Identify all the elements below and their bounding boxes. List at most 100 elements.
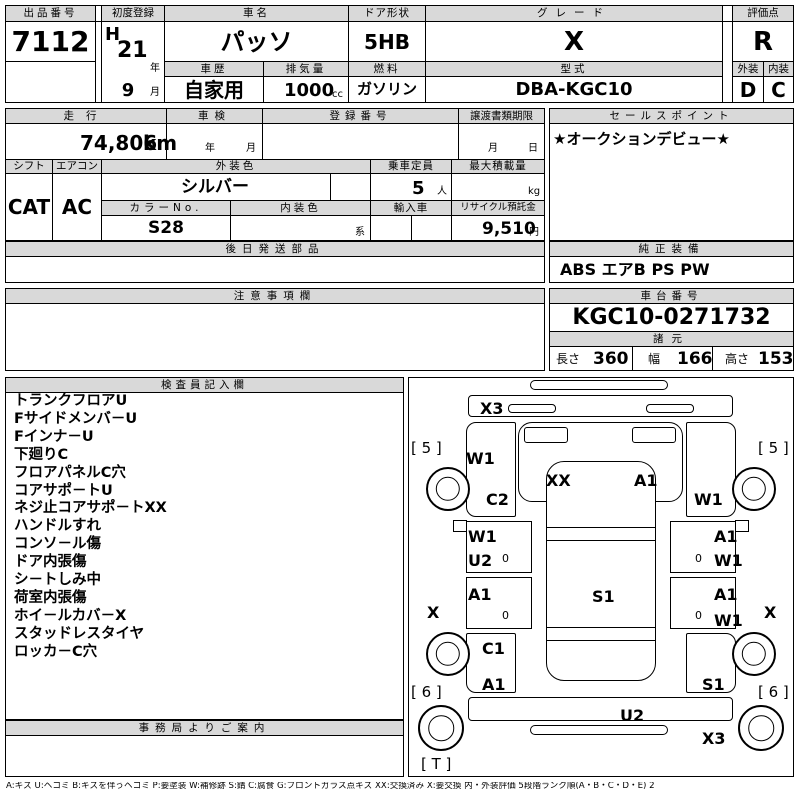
- inspect-month-unit: 月: [246, 143, 256, 154]
- score: R: [752, 26, 774, 57]
- name-label: 車名: [165, 6, 348, 21]
- damage-mark: A1: [482, 675, 506, 694]
- left-front-wheel: [426, 467, 470, 511]
- damage-mark: C1: [482, 639, 505, 658]
- recycle-fee: 9,510: [482, 218, 536, 239]
- seats: 5: [412, 178, 425, 199]
- damage-mark: W1: [466, 449, 495, 468]
- zero-marker: 0: [502, 552, 509, 565]
- right-mirror: [735, 520, 749, 532]
- left-fender: [466, 422, 516, 517]
- inspect-year-unit: 年: [205, 143, 215, 154]
- left-mirror: [453, 520, 467, 532]
- door-label: ドア形状: [349, 6, 425, 21]
- spare-tire: [738, 705, 784, 751]
- chassis-number: KGC10-0271732: [572, 304, 771, 330]
- grade: X: [563, 26, 585, 57]
- sales-point-box: [549, 108, 794, 241]
- zero-marker: 0: [695, 552, 702, 565]
- recycle-unit: 円: [529, 227, 539, 238]
- inspector-note: 下廻りC: [14, 446, 69, 463]
- cabin: [546, 461, 656, 681]
- spare-tire: [418, 705, 464, 751]
- history-label: 車歴: [165, 62, 263, 76]
- tire-bracket: [ 5 ]: [411, 439, 442, 457]
- shift-label: シフト: [6, 160, 52, 173]
- left-rear-fender: [466, 633, 516, 693]
- import-label: 輸入車: [371, 201, 451, 215]
- load-label: 最大積載量: [452, 160, 544, 173]
- inspect-label: 車検: [167, 109, 262, 123]
- model-label: 型式: [426, 62, 722, 76]
- legend: A:キズ U:ヘコミ B:キズを伴うヘコミ P:要塗装 W:補修跡 S:錆 C:…: [6, 782, 655, 791]
- height-label: 高さ: [725, 352, 750, 366]
- left-rear-wheel: [426, 632, 470, 676]
- spec-label: 諸元: [550, 332, 793, 346]
- colorno-label: カラーNo.: [102, 201, 230, 215]
- tire-bracket: [ T ]: [421, 755, 452, 773]
- load-unit: kg: [528, 186, 541, 197]
- right-front-wheel: [732, 467, 776, 511]
- era-letter: H: [105, 24, 121, 45]
- damage-mark: S1: [702, 675, 725, 694]
- damage-mark: W1: [468, 527, 497, 546]
- damage-mark: X: [764, 603, 777, 622]
- rear-bumper-bottom: [530, 725, 668, 735]
- body-color: シルバー: [181, 176, 249, 197]
- later-parts-label: 後日発送部品: [6, 242, 544, 256]
- damage-mark: A1: [634, 471, 658, 490]
- front-lights: [524, 427, 568, 443]
- fuel: ガソリン: [356, 80, 417, 98]
- rear-window: [546, 627, 656, 641]
- sales-point: ★オークションデビュー★: [553, 129, 730, 148]
- reg-year: 21: [117, 38, 148, 63]
- length: 360: [593, 348, 629, 369]
- door-type: 5HB: [364, 29, 410, 54]
- front-bumper-top: [530, 380, 668, 390]
- damage-mark: U2: [620, 706, 645, 725]
- reg-label: 初度登録: [102, 6, 164, 21]
- month-unit: 月: [150, 87, 160, 98]
- front-lights: [632, 427, 676, 443]
- left-front-door: [466, 521, 532, 573]
- displacement-unit: cc: [332, 89, 343, 100]
- shift-type: CAT: [7, 195, 51, 219]
- reg-month: 9: [121, 80, 135, 101]
- inspector-title: 検査員記入欄: [6, 378, 403, 392]
- recycle-label: リサイクル預託金: [452, 201, 544, 215]
- damage-mark: W1: [714, 611, 743, 630]
- seats-label: 乗車定員: [371, 160, 451, 173]
- damage-mark: A1: [714, 527, 738, 546]
- rear-bumper: [468, 697, 733, 721]
- damage-mark: XX: [546, 471, 571, 490]
- damage-mark: X3: [480, 399, 504, 418]
- int-label: 内装: [764, 62, 793, 76]
- front-grille: [508, 404, 556, 413]
- width-label: 幅: [648, 352, 661, 366]
- color-number: S28: [148, 217, 184, 238]
- office-title: 事務局よりご案内: [6, 721, 403, 735]
- inspector-note: ホイ－ルカバ－X: [14, 607, 127, 624]
- inspector-note: ネジ止コアサポ－トXX: [14, 500, 167, 517]
- ac-label: エアコン: [53, 160, 101, 173]
- equipment: ABS エアB PS PW: [560, 260, 710, 279]
- zero-marker: 0: [502, 609, 509, 622]
- inspector-note: ドア内張傷: [14, 554, 87, 571]
- damage-mark: X: [427, 603, 440, 622]
- inspector-box: [5, 377, 404, 720]
- lot-label: 出品番号: [6, 6, 95, 21]
- tire-bracket: [ 5 ]: [758, 439, 789, 457]
- chassis-label: 車台番号: [550, 289, 793, 303]
- right-rear-door: [670, 577, 736, 629]
- disp-label: 排気量: [264, 62, 348, 76]
- tire-bracket: [ 6 ]: [758, 683, 789, 701]
- mileage: 74,806: [80, 131, 158, 155]
- right-front-door: [670, 521, 736, 573]
- intcolor-label: 内装色: [231, 201, 370, 215]
- length-label: 長さ: [556, 352, 581, 366]
- damage-mark: W1: [714, 551, 743, 570]
- grade-label: グレード: [426, 6, 722, 21]
- transfer-day-unit: 日: [528, 143, 538, 154]
- damage-mark: W1: [694, 490, 723, 509]
